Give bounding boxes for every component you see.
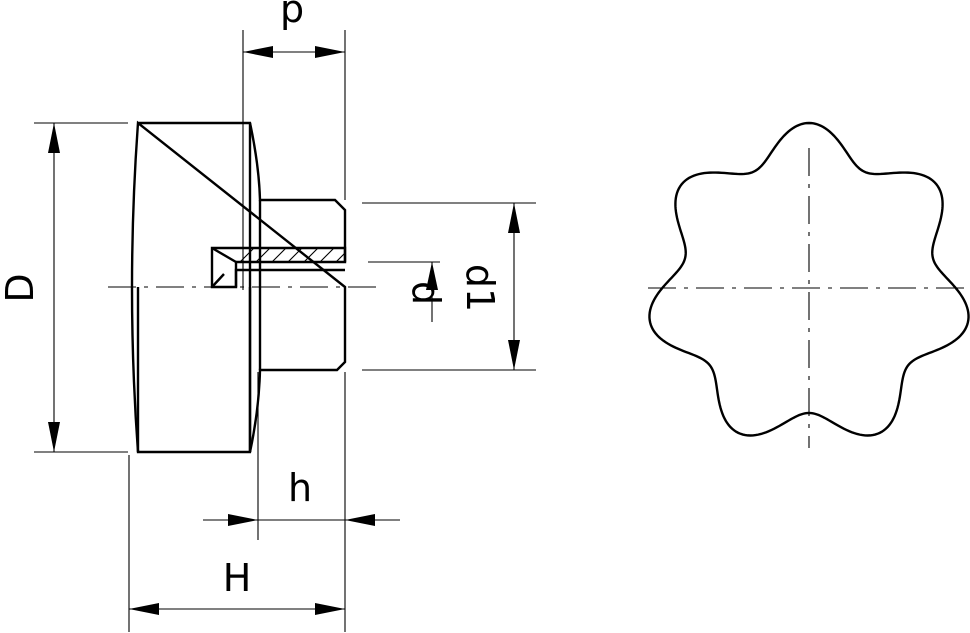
label-d: d [404,281,448,305]
bore-lower [136,287,252,452]
front-view [648,121,970,448]
dimension-D: D [0,122,128,453]
hatching [239,247,346,263]
label-d1: d1 [458,264,502,312]
dimension-H: H [128,455,345,632]
dimension-h: h [203,372,400,632]
label-D: D [0,273,42,302]
side-view [130,120,347,454]
dimension-d: d [368,261,448,322]
label-p: p [280,0,304,31]
label-h: h [288,466,312,510]
dimension-p: p [242,0,346,290]
dimension-d1: d1 [362,202,536,371]
threaded-insert [210,246,347,289]
label-H: H [223,556,252,600]
